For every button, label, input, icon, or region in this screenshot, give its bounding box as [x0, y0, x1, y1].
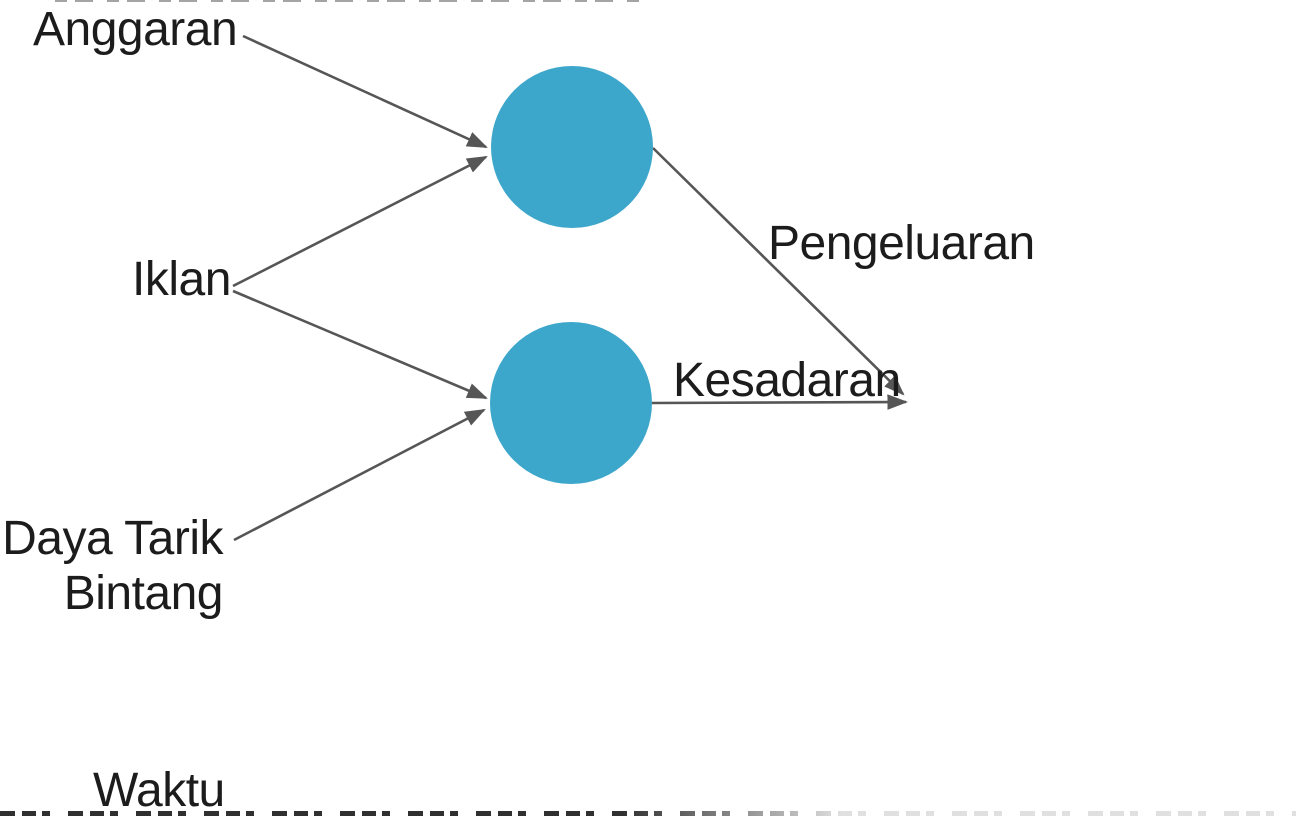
label-kesadaran: Kesadaran	[673, 354, 901, 407]
edge-kesadaran-output	[651, 394, 909, 410]
edge-pengeluaran-output	[652, 147, 905, 396]
cropped-text-artifact-bottom	[0, 811, 1296, 816]
label-daya-tarik-line2: Bintang	[63, 567, 224, 620]
label-waktu: Waktu	[93, 764, 225, 816]
label-daya-tarik-bintang: Daya Tarik Bintang	[2, 511, 223, 621]
latent-node-circle-top	[491, 66, 653, 228]
label-daya-tarik-line1: Daya Tarik	[2, 512, 223, 565]
latent-node-circle-bottom	[490, 322, 652, 484]
label-pengeluaran: Pengeluaran	[768, 217, 1035, 270]
label-iklan: Iklan	[132, 253, 231, 306]
edge-anggaran-to-top-circle	[242, 34, 488, 149]
cropped-text-artifact-top	[55, 0, 640, 2]
edge-daya-tarik-to-bottom-circle	[233, 408, 486, 542]
edge-iklan-to-top-circle	[232, 155, 488, 288]
edge-iklan-to-bottom-circle	[232, 289, 488, 400]
label-anggaran: Anggaran	[33, 3, 238, 56]
